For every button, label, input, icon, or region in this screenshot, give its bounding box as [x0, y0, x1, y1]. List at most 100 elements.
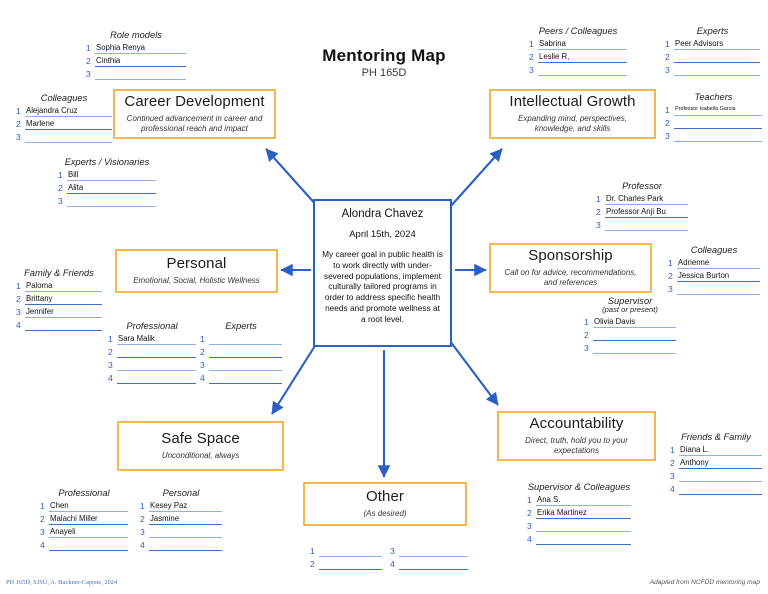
- list-item-entry[interactable]: [679, 481, 762, 482]
- list-item-entry[interactable]: Kesey Paz: [149, 500, 222, 512]
- list-item-number: 3: [200, 360, 205, 370]
- list-item-entry[interactable]: [95, 79, 186, 80]
- list-item-number: 1: [200, 334, 205, 344]
- mentee-name: Alondra Chavez: [341, 208, 424, 220]
- list-item: 3: [596, 218, 688, 231]
- list-item: 3: [58, 194, 156, 207]
- list-item-entry[interactable]: Professor Isabella Garcia: [674, 104, 762, 116]
- list-item-entry[interactable]: [679, 494, 762, 495]
- list-item-number: 3: [665, 65, 670, 75]
- list-item-entry[interactable]: Alita: [67, 182, 156, 194]
- list-item-number: 4: [40, 540, 45, 550]
- list-item-entry[interactable]: [536, 531, 631, 532]
- list-item-entry[interactable]: Sophia Renya: [95, 42, 186, 54]
- list-item-number: 1: [58, 170, 63, 180]
- list-item-number: 3: [584, 343, 589, 353]
- list-item-entry[interactable]: Chen: [49, 500, 128, 512]
- list-item-entry[interactable]: Ana S.: [536, 494, 631, 506]
- list-item-number: 3: [665, 131, 670, 141]
- list-item-entry[interactable]: [209, 383, 282, 384]
- list-item-entry[interactable]: [49, 550, 128, 551]
- list-item-entry[interactable]: Bill: [67, 169, 156, 181]
- arrow-to-intellectual: [449, 148, 503, 208]
- list-item-number: 1: [40, 501, 45, 511]
- list-item-entry[interactable]: [117, 357, 196, 358]
- list-item-entry[interactable]: [25, 330, 102, 331]
- list-item-entry[interactable]: [209, 344, 282, 345]
- list-item-entry[interactable]: [399, 556, 468, 557]
- list-item-entry[interactable]: Jasmine: [149, 513, 222, 525]
- list-item-entry[interactable]: Alejandra Cruz: [25, 105, 112, 117]
- list-item-entry[interactable]: [593, 340, 676, 341]
- list-item-entry[interactable]: Malachi Miller: [49, 513, 128, 525]
- list-item-entry[interactable]: [149, 550, 222, 551]
- list-item-number: 2: [310, 559, 315, 569]
- list-item-entry[interactable]: Olivia Davis: [593, 316, 676, 328]
- category-subtitle: Expanding mind, perspectives, knowledge,…: [518, 113, 627, 133]
- list-item-number: 2: [596, 207, 601, 217]
- list-heading: Experts: [696, 26, 729, 36]
- list-item-entry[interactable]: Anayeli: [49, 526, 128, 538]
- list-item-number: 2: [665, 52, 670, 62]
- list-item-entry[interactable]: [593, 353, 676, 354]
- list-item-entry[interactable]: [674, 141, 762, 142]
- list-item-entry[interactable]: [67, 206, 156, 207]
- list-item-entry[interactable]: [319, 556, 382, 557]
- list-item-number: 2: [527, 508, 532, 518]
- list-item-entry[interactable]: Adrienne: [677, 257, 760, 269]
- list-item-entry[interactable]: [149, 537, 222, 538]
- list-item-entry[interactable]: Leslie R,: [538, 51, 627, 63]
- list-item-number: 2: [668, 271, 673, 281]
- list-item-entry[interactable]: Peer Advisors: [674, 38, 760, 50]
- list-item: 3 Jennifer: [16, 305, 102, 318]
- list-item-entry[interactable]: Sara Malik: [117, 333, 196, 345]
- list-item-entry[interactable]: Anthony: [679, 457, 762, 469]
- list-item-entry[interactable]: Erika Martinez: [536, 507, 631, 519]
- list-item-entry[interactable]: Marlene: [25, 118, 112, 130]
- category-accountability[interactable]: Accountability Direct, truth, hold you t…: [497, 411, 656, 461]
- list-item-entry[interactable]: [209, 370, 282, 371]
- list-item-entry[interactable]: Diana L.: [679, 444, 762, 456]
- list-item-entry[interactable]: [677, 294, 760, 295]
- list-item-number: 3: [527, 521, 532, 531]
- list-item-entry[interactable]: Sabrina: [538, 38, 627, 50]
- list-item-entry[interactable]: Brittany: [25, 293, 102, 305]
- list-item: 3: [140, 525, 222, 538]
- list-item-entry[interactable]: [674, 62, 760, 63]
- list-item-entry[interactable]: Paloma: [25, 280, 102, 292]
- category-personal[interactable]: Personal Emotional, Social, Holistic Wel…: [115, 249, 278, 293]
- list-item-entry[interactable]: [319, 569, 382, 570]
- list-item-entry[interactable]: Jennifer: [25, 306, 102, 318]
- list-item-entry[interactable]: [674, 75, 760, 76]
- category-safe-space[interactable]: Safe Space Unconditional, always: [117, 421, 284, 471]
- arrow-to-accountability: [449, 340, 499, 406]
- list-item-entry[interactable]: Cinthia: [95, 55, 186, 67]
- list-item-entry[interactable]: Jessica Burton: [677, 270, 760, 282]
- category-other[interactable]: Other (As desired): [303, 482, 467, 526]
- category-intellectual-growth[interactable]: Intellectual Growth Expanding mind, pers…: [489, 89, 656, 139]
- category-sponsorship[interactable]: Sponsorship Call on for advice, recommen…: [489, 243, 652, 293]
- list-item-entry[interactable]: [117, 370, 196, 371]
- list-item-entry[interactable]: [538, 75, 627, 76]
- list-item-entry[interactable]: [674, 128, 762, 129]
- category-career-development[interactable]: Career Development Continued advancement…: [113, 89, 276, 139]
- category-subtitle: Emotional, Social, Holistic Wellness: [133, 275, 260, 285]
- list-item-entry[interactable]: [536, 544, 631, 545]
- list-item-entry[interactable]: [209, 357, 282, 358]
- category-title: Accountability: [529, 415, 624, 433]
- list-item-entry[interactable]: Dr. Charles Park: [605, 193, 688, 205]
- list-item-number: 3: [16, 307, 21, 317]
- list-item: 3: [665, 63, 760, 76]
- list-heading: Supervisor & Colleagues: [527, 482, 631, 492]
- list-item-entry[interactable]: [117, 383, 196, 384]
- list-item-entry[interactable]: [399, 569, 468, 570]
- list-item-number: 2: [108, 347, 113, 357]
- list-item-entry[interactable]: [605, 230, 688, 231]
- list-item-entry[interactable]: Professor Anji Bu: [605, 206, 688, 218]
- list-item-entry[interactable]: [25, 142, 112, 143]
